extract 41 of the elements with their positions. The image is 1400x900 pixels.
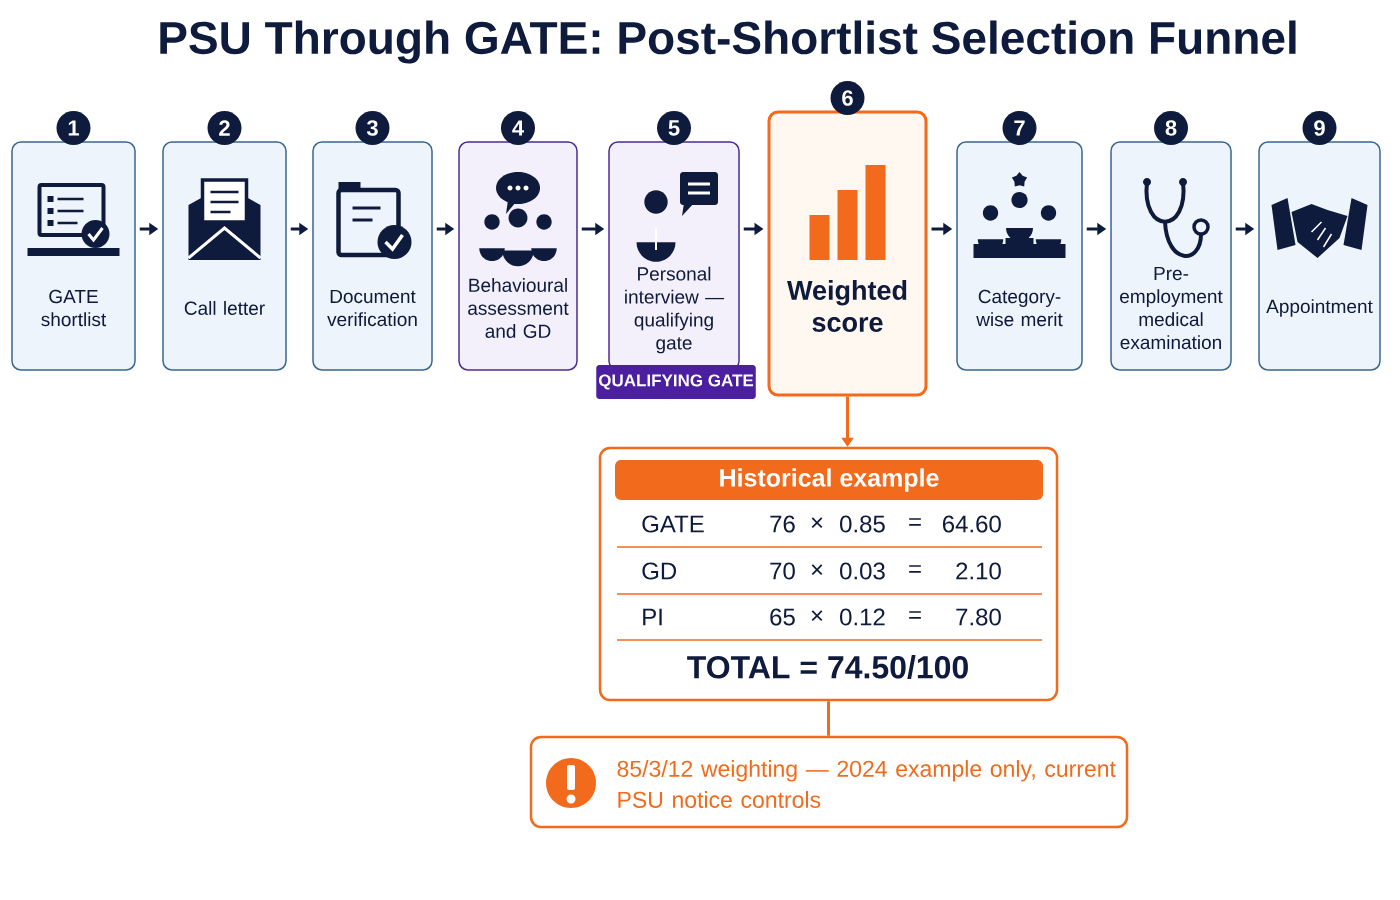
step-box: Personal interview — qualifying gate [608, 141, 740, 371]
table-cell: 64.60 [943, 515, 1001, 533]
step-number: 1 [56, 111, 91, 145]
table-cell: = [909, 611, 921, 619]
table-cell: 76 [770, 515, 795, 533]
table-cell: 0.85 [840, 515, 885, 533]
table-cell: PI [643, 608, 662, 626]
table-cell: = [909, 565, 921, 573]
step-box: Weighted score [767, 110, 928, 397]
table-cell: × [811, 517, 823, 529]
connector [827, 701, 830, 736]
warning-note: 85/3/12 weighting — 2024 example only, current PSU notice controls [529, 735, 1129, 829]
step-number: 3 [355, 111, 390, 145]
table-cell: GATE [642, 515, 704, 533]
step-box: Pre-employment medical examination [1110, 141, 1232, 371]
step-number: 8 [1154, 111, 1188, 145]
step-number: 7 [1002, 111, 1037, 145]
table-cell: 70 [770, 562, 795, 580]
step-number: 6 [830, 81, 865, 115]
table-cell: 2.10 [956, 562, 1001, 580]
table-cell: 65 [770, 608, 795, 626]
example-table [598, 446, 1059, 702]
title: PSU Through GATE: Post-Shortlist Selection Funnel [160, 20, 1296, 64]
qualifying-tag: QUALIFYING GATE [596, 365, 756, 399]
step-number: 9 [1302, 111, 1337, 145]
table-cell: × [811, 564, 823, 576]
table-cell: GD [642, 562, 677, 580]
step-box: Category-wise merit [956, 141, 1083, 371]
table-cell: × [811, 610, 823, 622]
table-cell: 0.12 [840, 608, 885, 626]
step-box: GATE shortlist [11, 141, 136, 371]
heading-bar: Historical example [615, 460, 1043, 500]
step-box: Document verification [312, 141, 433, 371]
step-number: 4 [501, 111, 535, 145]
table-cell: 7.80 [956, 608, 1001, 626]
step-number: 2 [207, 111, 242, 145]
step-number: 5 [657, 111, 691, 145]
table-cell: = [909, 518, 921, 526]
total-score: TOTAL = 74.50/100 [687, 655, 968, 679]
table-cell: 0.03 [840, 562, 885, 580]
step-box: Behavioural assessment and GD [458, 141, 578, 371]
